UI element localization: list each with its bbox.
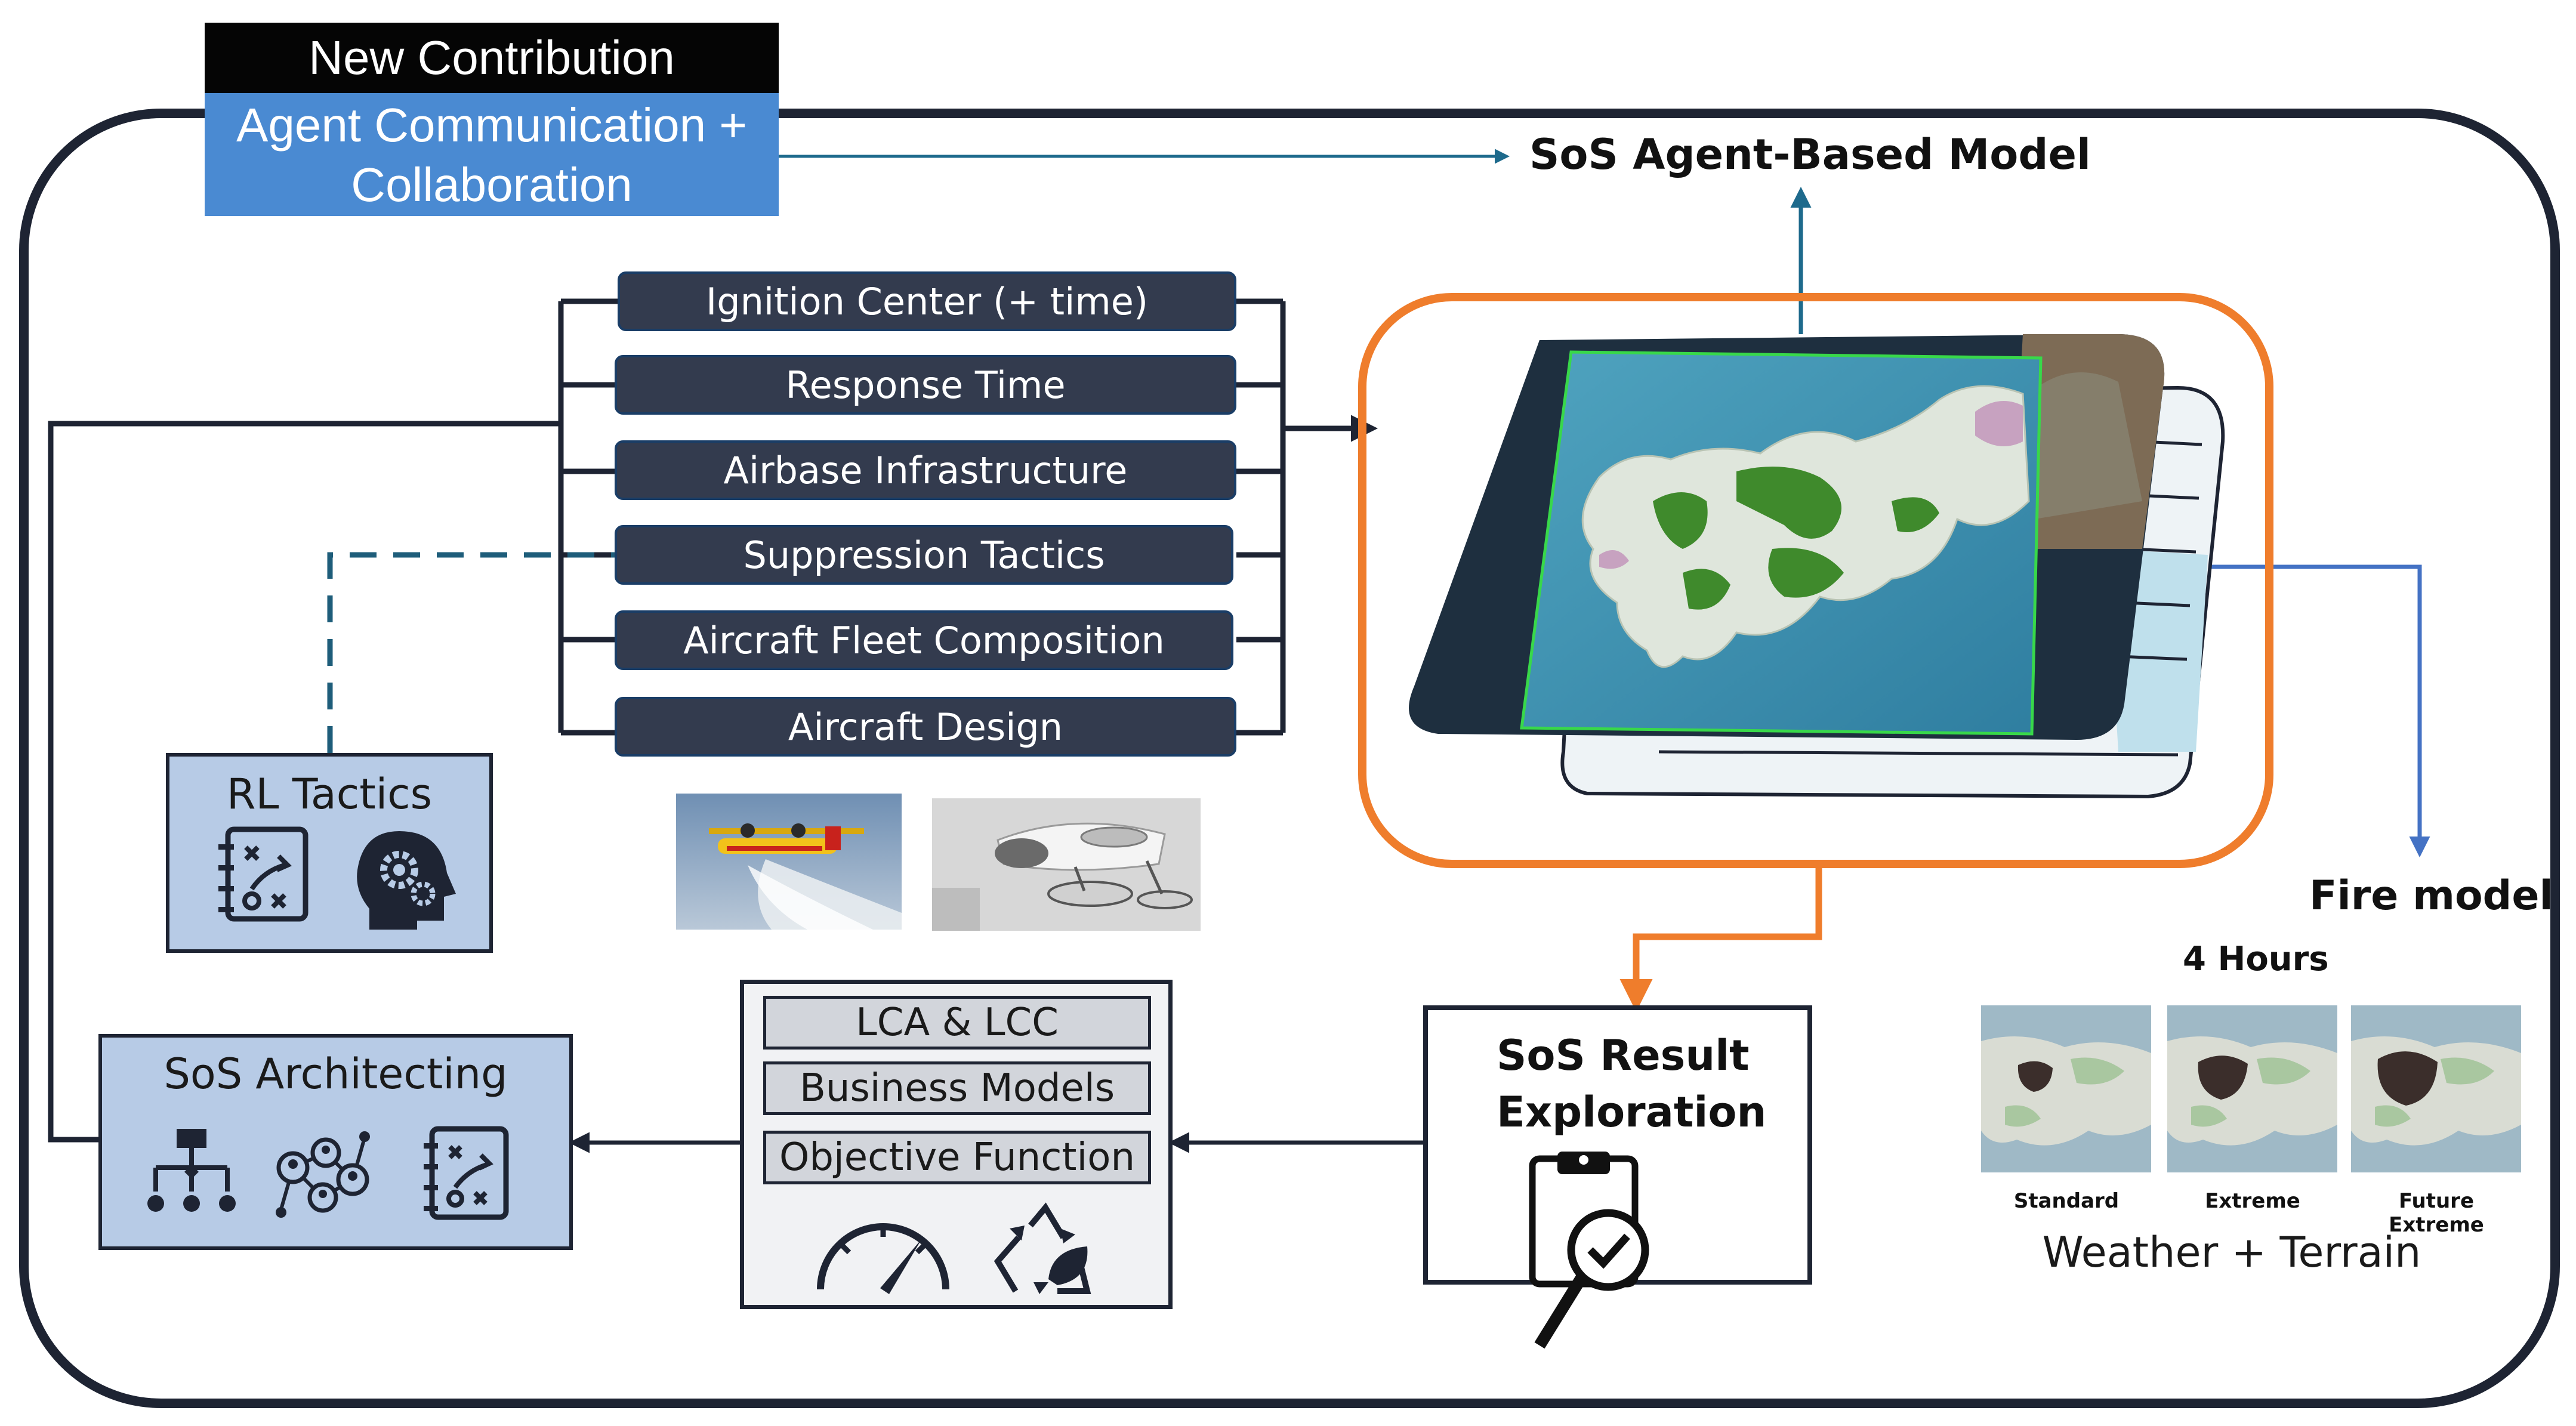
rl-tactics-title: RL Tactics [226,770,433,819]
network-people-icon [276,1131,370,1218]
param-ignition-center: Ignition Center (+ time) [618,271,1236,331]
new-contribution-banner: New Contribution [205,23,779,93]
param-aircraft-fleet: Aircraft Fleet Composition [615,610,1233,670]
fire-model-duration: 4 Hours [2183,940,2329,979]
map-frame [1358,293,2273,868]
firefighting-aircraft-photo [676,794,902,930]
outer-frame [19,109,2560,1408]
strategy-board-icon-2 [424,1126,509,1220]
sos-result-exploration-box: SoS Result Exploration [1423,1005,1812,1285]
evaluation-box: LCA & LCC Business Models Objective Func… [740,980,1173,1309]
rl-tactics-dashed-link [327,552,615,753]
agent-communication-box: Agent Communication + Collaboration [205,93,779,216]
arrow-map-to-fire [2208,564,2430,857]
simulation-map-stack [1409,334,2225,799]
ai-head-gears-icon [357,831,456,930]
result-exploration-line1: SoS Result [1497,1031,1750,1080]
feedback-loop-line [48,421,561,1143]
fire-map-future-extreme [2351,1005,2521,1172]
param-airbase-infrastructure: Airbase Infrastructure [615,440,1236,500]
param-suppression-tactics: Suppression Tactics [615,525,1233,585]
sos-architecting-title: SoS Architecting [163,1050,508,1098]
new-contribution-label: New Contribution [308,31,675,84]
arrow-map-to-result [1619,865,1822,1012]
weather-terrain-label: Weather + Terrain [2042,1228,2421,1277]
fire-map-standard [1981,1005,2151,1172]
clipboard-magnifier-icon [1529,1152,1649,1349]
parameter-brackets [558,298,1286,736]
objective-function-bar: Objective Function [763,1131,1151,1184]
result-exploration-line2: Exploration [1497,1088,1767,1137]
param-response-time: Response Time [615,355,1236,415]
agent-communication-line1: Agent Communication + [236,98,747,152]
scenario-label-standard: Standard [2013,1189,2120,1213]
fire-model-title: Fire model [2309,872,2553,919]
sos-architecting-box: SoS Architecting [98,1034,573,1250]
rl-tactics-box: RL Tactics [166,753,493,953]
hierarchy-icon [147,1129,236,1212]
scenario-label-future-extreme: Future Extreme [2389,1189,2484,1237]
scenario-label-extreme: Extreme [2205,1189,2300,1213]
recycle-leaf-icon [994,1202,1091,1294]
fire-map-extreme [2167,1005,2337,1172]
lca-lcc-bar: LCA & LCC [763,996,1151,1050]
agent-communication-line2: Collaboration [351,158,633,211]
evtol-aircraft-render [932,798,1201,931]
sos-agent-model-label: SoS Agent-Based Model [1529,130,2091,179]
strategy-board-icon [218,826,308,922]
speedometer-icon [817,1223,949,1294]
business-models-bar: Business Models [763,1061,1151,1115]
param-aircraft-design: Aircraft Design [615,697,1236,757]
